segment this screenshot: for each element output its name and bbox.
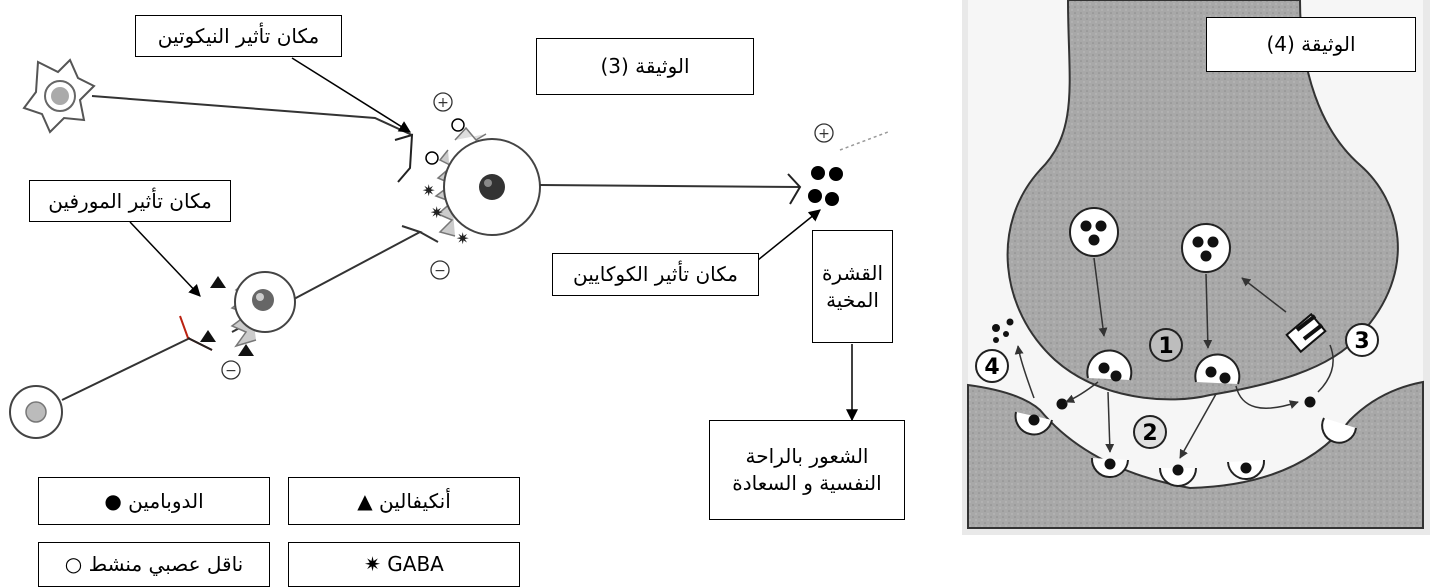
feeling-line-2: النفسية و السعادة [732, 471, 882, 495]
legend-gaba-text: GABA ✷ [364, 552, 444, 576]
step-3-label: 3 [1354, 329, 1369, 354]
process-arrows [1014, 257, 1334, 459]
legend-enkephalin-text: أنكيفالين ▲ [357, 488, 451, 513]
legend-dopamine-text: الدوبامين ● [104, 488, 204, 513]
label-feeling-happiness: الشعور بالراحة النفسية و السعادة [709, 420, 905, 520]
legend-excitatory-text: ناقل عصبي منشط ○ [64, 552, 244, 576]
label-cocaine-text: مكان تأثير الكوكايين [572, 262, 739, 286]
step-1-label: 1 [1158, 334, 1173, 359]
svg-text:✷: ✷ [456, 229, 469, 248]
plus-sign-top: + [437, 95, 449, 111]
arrow-morphine [129, 221, 201, 297]
document-3-title: الوثيقة (3) [536, 38, 754, 95]
presynaptic-neuron-top [22, 58, 413, 136]
svg-text:✷: ✷ [430, 203, 443, 222]
cortical-synapse [787, 166, 843, 206]
step-numbers: 1 2 3 4 [975, 323, 1379, 449]
document-4-diagram: 1 2 3 4 [962, 0, 1430, 535]
arrow-nicotine [291, 57, 412, 133]
exocytosis-sites [1086, 349, 1241, 385]
label-nicotine-site: مكان تأثير النيكوتين [135, 15, 342, 57]
minus-sign-center: − [434, 263, 446, 279]
reuptake-transporter [1285, 312, 1327, 354]
feeling-line-1: الشعور بالراحة [745, 444, 869, 468]
dopamine-molecules [992, 318, 1316, 476]
step-4-label: 4 [984, 355, 999, 380]
arrow-cocaine [757, 209, 821, 261]
gaba-molecules: ✷ ✷ ✷ [422, 181, 469, 248]
sign-markers: + + − − [221, 92, 834, 380]
cortex-line-1: القشرة [821, 260, 884, 285]
legend-dopamine: الدوبامين ● [38, 477, 270, 525]
document-3-title-text: الوثيقة (3) [600, 54, 690, 78]
svg-text:✷: ✷ [422, 181, 435, 200]
document-4-title: الوثيقة (4) [1206, 17, 1416, 72]
label-nicotine-text: مكان تأثير النيكوتين [157, 23, 320, 48]
label-morphine-text: مكان تأثير المورفين [48, 188, 212, 213]
axon-terminal-nicotine [394, 133, 414, 183]
enkephalin-molecules [200, 276, 254, 356]
plus-sign-right: + [818, 126, 830, 142]
label-cocaine-site: مكان تأثير الكوكايين [552, 253, 759, 296]
enkephalin-neuron [230, 225, 439, 348]
label-morphine-site: مكان تأثير المورفين [29, 180, 231, 222]
legend-gaba: GABA ✷ [288, 542, 520, 587]
dopaminergic-neuron [434, 126, 801, 237]
legend-enkephalin: أنكيفالين ▲ [288, 477, 520, 525]
synaptic-vesicles [1069, 207, 1231, 273]
legend-excitatory-transmitter: ناقل عصبي منشط ○ [38, 542, 270, 587]
presynaptic-neuron-bottom [9, 315, 213, 439]
label-cerebral-cortex: القشرة المخية [812, 230, 893, 343]
minus-sign-lower: − [225, 363, 237, 379]
excitatory-transmitter [425, 118, 465, 165]
document-3-diagram: ✷ ✷ ✷ + + − − [9, 57, 889, 439]
document-4-title-text: الوثيقة (4) [1266, 32, 1356, 56]
callout-arrows [129, 57, 858, 422]
cortex-line-2: المخية [826, 287, 879, 312]
step-2-label: 2 [1142, 421, 1157, 446]
